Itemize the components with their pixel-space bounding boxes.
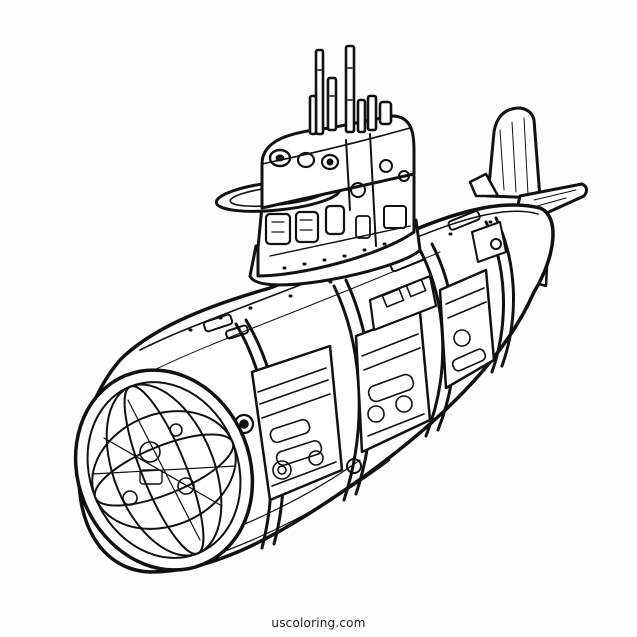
periscopes xyxy=(308,44,393,136)
cutaway-windows xyxy=(250,221,507,502)
nose-cage xyxy=(73,368,255,572)
conning-tower xyxy=(214,114,422,287)
source-caption: uscoloring.com xyxy=(271,616,366,630)
